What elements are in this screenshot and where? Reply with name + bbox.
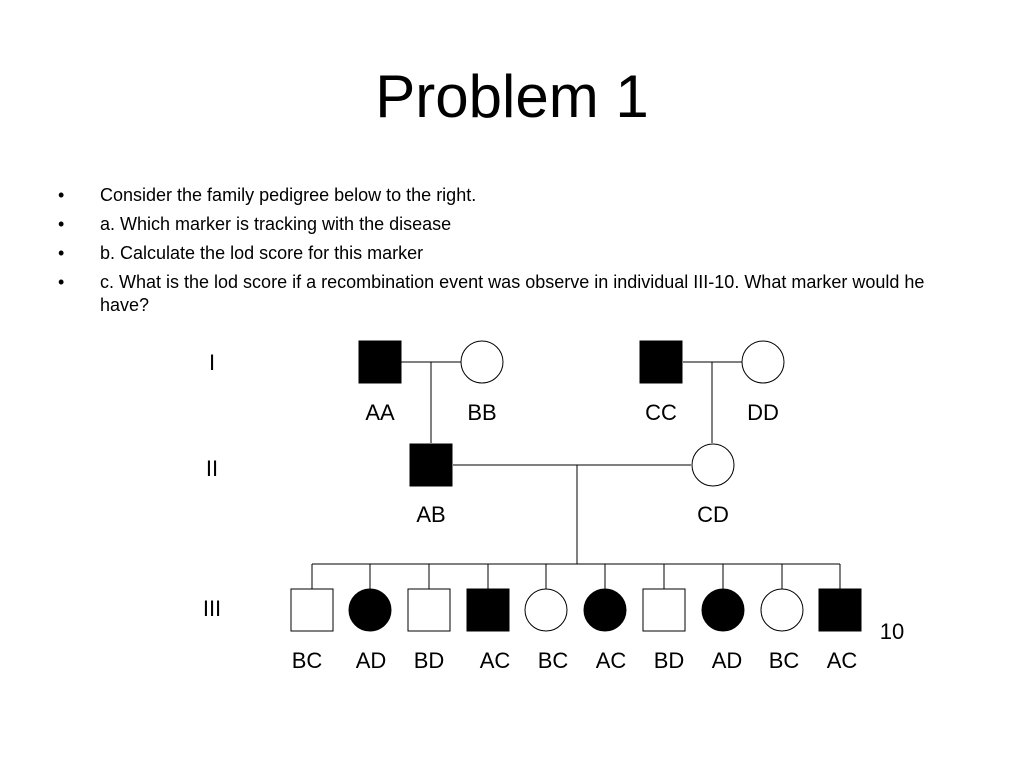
genotype-label: AA [365, 400, 395, 425]
child-drop-lines [311, 564, 841, 589]
generation-label: II [206, 456, 218, 481]
genotype-label: CC [645, 400, 677, 425]
genotype-label: BC [292, 648, 323, 673]
bullet-item: • Consider the family pedigree below to t… [58, 184, 958, 207]
generation-2: AB CD [409, 443, 735, 527]
genotype-label: CD [697, 502, 729, 527]
affected-male-square [358, 340, 402, 384]
pedigree-lines [312, 361, 840, 565]
affected-male-square [409, 443, 453, 487]
bullet-marker: • [58, 243, 65, 263]
genotype-label: DD [747, 400, 779, 425]
generation-label: I [209, 350, 215, 375]
slide-title: Problem 1 [375, 63, 649, 130]
unaffected-male-square [642, 588, 686, 632]
generation-1: AA BB CC DD [358, 340, 785, 425]
bullet-list: • Consider the family pedigree below to t… [58, 184, 958, 323]
unaffected-female-circle [460, 340, 504, 384]
bullet-item: • c. What is the lod score if a recombina… [58, 271, 958, 317]
affected-male-square [639, 340, 683, 384]
bullet-item: • a. Which marker is tracking with the di… [58, 213, 958, 236]
unaffected-female-circle [741, 340, 785, 384]
genotype-label: AD [356, 648, 387, 673]
genotype-label: AC [596, 648, 627, 673]
bullet-text: a. Which marker is tracking with the dis… [100, 214, 452, 234]
unaffected-male-square [407, 588, 451, 632]
affected-female-circle [583, 588, 627, 632]
individual-number-label: 10 [880, 619, 904, 644]
bullet-marker: • [58, 214, 65, 234]
genotype-label: AC [480, 648, 511, 673]
bullet-marker: • [58, 272, 65, 292]
generation-label: III [203, 596, 221, 621]
genotype-label: AC [827, 648, 858, 673]
genotype-label: BC [538, 648, 569, 673]
genotype-label: BD [414, 648, 445, 673]
genotype-label: BC [769, 648, 800, 673]
genotype-label: AB [416, 502, 445, 527]
affected-male-square [818, 588, 862, 632]
unaffected-female-circle [524, 588, 568, 632]
affected-female-circle [701, 588, 745, 632]
affected-female-circle [348, 588, 392, 632]
unaffected-male-square [290, 588, 334, 632]
bullet-marker: • [58, 185, 65, 205]
bullet-text: Consider the family pedigree below to th… [100, 185, 477, 205]
bullet-text: c. What is the lod score if a recombinat… [100, 272, 925, 315]
genotype-label: AD [712, 648, 743, 673]
bullet-text: b. Calculate the lod score for this mark… [100, 243, 424, 263]
genotype-label: BD [654, 648, 685, 673]
affected-male-square [466, 588, 510, 632]
unaffected-female-circle [691, 443, 735, 487]
genotype-label: BB [467, 400, 496, 425]
bullet-item: • b. Calculate the lod score for this mar… [58, 242, 958, 265]
generation-3: BC AD BD AC BC AC BD AD BC AC [290, 588, 862, 673]
unaffected-female-circle [760, 588, 804, 632]
